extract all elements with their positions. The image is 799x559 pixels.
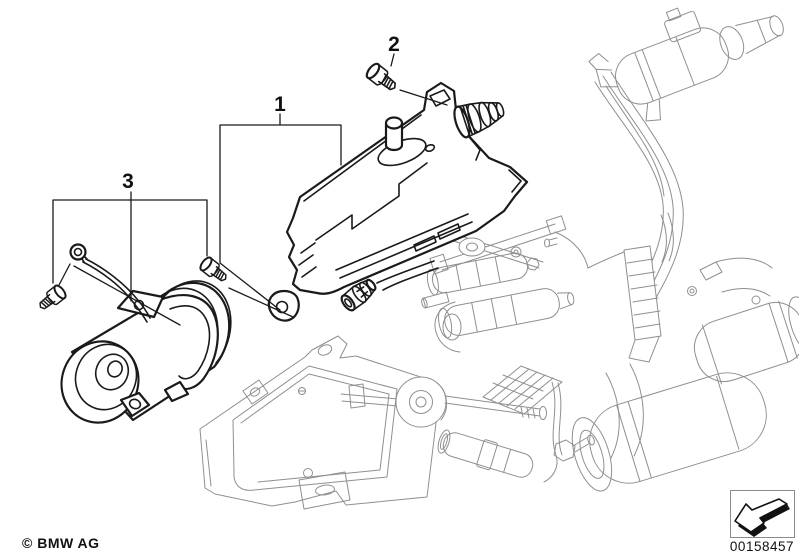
- copyright-text: © BMW AG: [22, 535, 100, 551]
- bolt-item-2: [365, 62, 396, 91]
- document-number: 00158457: [729, 539, 794, 554]
- callout-3-label: 3: [122, 170, 134, 193]
- reservoir-vent-cap: [384, 116, 404, 152]
- gearbox-actuator-drawing: [588, 7, 784, 122]
- cable-ring-terminal: [69, 243, 87, 261]
- callout-2-label: 2: [388, 33, 400, 56]
- screw-item-3-left: [39, 284, 67, 310]
- hydraulic-hoses-drawing: [543, 71, 684, 483]
- callout-labels: 1 2 3: [122, 33, 400, 193]
- screw-item-3-right: [199, 256, 227, 282]
- mounting-bracket-tray-drawing: [199, 335, 441, 510]
- arrow-glyph: [734, 498, 790, 537]
- reservoir-outlet-fitting: [340, 278, 377, 312]
- direction-arrow-icon: [730, 490, 795, 538]
- fluid-reservoir-drawing: [267, 81, 529, 322]
- reservoir-ribbed-connector: [453, 101, 505, 139]
- callout-leader-lines: [52, 53, 448, 326]
- fastener-screws-drawing: [39, 62, 396, 310]
- selector-rod-drawing: [340, 376, 547, 428]
- callout-1-label: 1: [274, 93, 286, 116]
- hydraulic-pump-drawing: [60, 243, 232, 424]
- hydraulic-valve-block-drawing: [421, 212, 799, 492]
